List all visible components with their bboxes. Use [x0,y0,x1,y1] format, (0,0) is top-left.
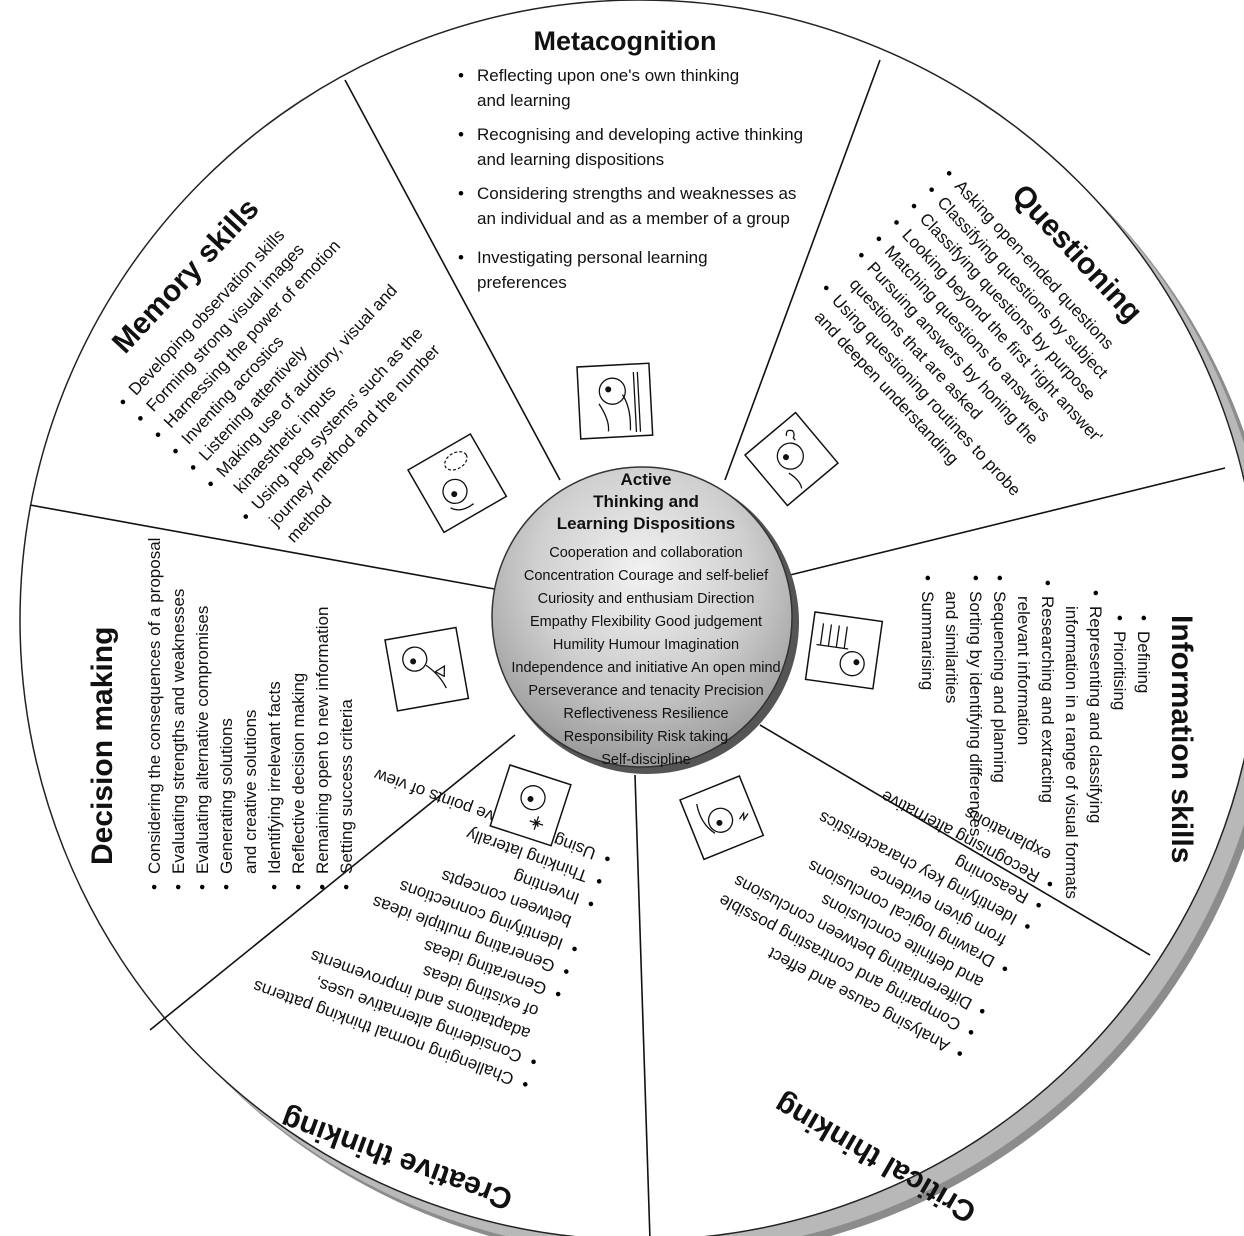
hub-item: Perseverance and tenacity Precision [528,683,763,699]
hub-item: Concentration Courage and self-belief [524,568,769,584]
info-item-6-line-1: Sorting by identifying differences [966,591,985,836]
svg-text:•: • [990,575,1009,581]
meta-item-1-line-2: and learning [477,91,571,110]
hub-item: Humility Humour Imagination [553,637,739,653]
hub-title-line-3: Learning Dispositions [557,514,736,533]
info-item-3-line-2: information in a range of visual formats [1062,606,1081,899]
info-item-3-line-1: Representing and classifying [1086,606,1105,823]
meta-item-2-line-2: and learning dispositions [477,150,664,169]
hub-title-line-1: Active [620,470,671,489]
svg-text:•: • [1134,615,1153,621]
meta-item-4-line-2: preferences [477,273,567,292]
svg-text:•: • [1110,615,1129,621]
info-item-6-line-2: and similarities [942,591,961,703]
hub-item: Empathy Flexibility Good judgement [530,614,762,630]
hub-item: Cooperation and collaboration [549,545,742,561]
hub-item: Responsibility Risk taking [564,729,728,745]
svg-text:•: • [313,884,332,890]
svg-text:•: • [289,884,308,890]
info-item-4-line-2: relevant information [1014,596,1033,745]
metacognition-title: Metacognition [534,26,717,56]
section-information-skills: Information skills • Defining • Prioriti… [804,575,1198,899]
figure-thinking-metacognition-icon [576,362,654,440]
figure-creative-icon [489,764,572,847]
svg-text:•: • [458,248,464,267]
svg-text:•: • [458,125,464,144]
hub-item: Reflectiveness Resilience [563,706,728,722]
svg-text:•: • [265,884,284,890]
hub-title-line-2: Thinking and [593,492,699,511]
figure-memory-icon [406,432,508,534]
svg-text:•: • [966,575,985,581]
figure-decision-icon [384,626,470,712]
spoke-info-critical [759,724,1151,956]
svg-text:•: • [169,884,188,890]
dec-item-8: Setting success criteria [337,699,356,874]
meta-item-3-line-2: an individual and as a member of a group [477,209,790,228]
spokes [29,59,1226,1236]
info-item-5: Sequencing and planning [990,591,1009,783]
figure-questioning-icon [743,411,840,507]
spoke-questioning-info [789,467,1226,576]
dec-item-4-line-2: and creative solutions [241,710,260,874]
svg-text:•: • [458,184,464,203]
info-item-4-line-1: Researching and extracting [1038,596,1057,803]
svg-text:•: • [1086,590,1105,596]
section-metacognition: Metacognition • Reflecting upon one's ow… [458,26,803,440]
hub-item: Independence and initiative An open mind [511,660,780,676]
hub: Active Thinking and Learning Disposition… [491,466,799,774]
spoke-decision-memory [29,504,501,591]
meta-item-3-line-1: Considering strengths and weaknesses as [477,184,796,203]
info-item-7: Summarising [918,591,937,690]
spoke-creative-decision [149,734,516,1031]
info-item-1: Defining [1134,631,1153,693]
spoke-memory-meta [344,79,561,481]
decision-making-title: Decision making [86,627,119,865]
dec-item-2: Evaluating strengths and weaknesses [169,589,188,874]
figure-critical-icon [679,775,765,861]
svg-text:•: • [193,884,212,890]
svg-text:•: • [918,575,937,581]
svg-text:•: • [1038,580,1057,586]
dec-item-7: Remaining open to new information [313,607,332,874]
information-skills-title: Information skills [1165,615,1198,863]
spoke-meta-questioning [724,59,881,481]
dec-item-6: Reflective decision making [289,673,308,874]
hub-item: Curiosity and enthusiam Direction [538,591,755,607]
svg-text:•: • [145,884,164,890]
section-decision-making: Decision making • Considering the conseq… [86,538,470,890]
spoke-critical-creative [634,774,651,1236]
svg-text:•: • [458,66,464,85]
hub-circle [491,466,793,768]
meta-item-2-line-1: Recognising and developing active thinki… [477,125,803,144]
dec-item-3: Evaluating alternative compromises [193,606,212,874]
info-item-2: Prioritising [1110,631,1129,710]
svg-text:•: • [337,884,356,890]
meta-item-4-line-1: Investigating personal learning [477,248,708,267]
dec-item-5: Identifying irrelevant facts [265,681,284,874]
meta-item-1-line-1: Reflecting upon one's own thinking [477,66,739,85]
figure-information-icon [804,611,884,690]
dec-item-4-line-1: Generating solutions [217,718,236,874]
dec-item-1: Considering the consequences of a propos… [145,538,164,874]
svg-text:•: • [217,884,236,890]
hub-item: Self-discipline [601,752,690,768]
